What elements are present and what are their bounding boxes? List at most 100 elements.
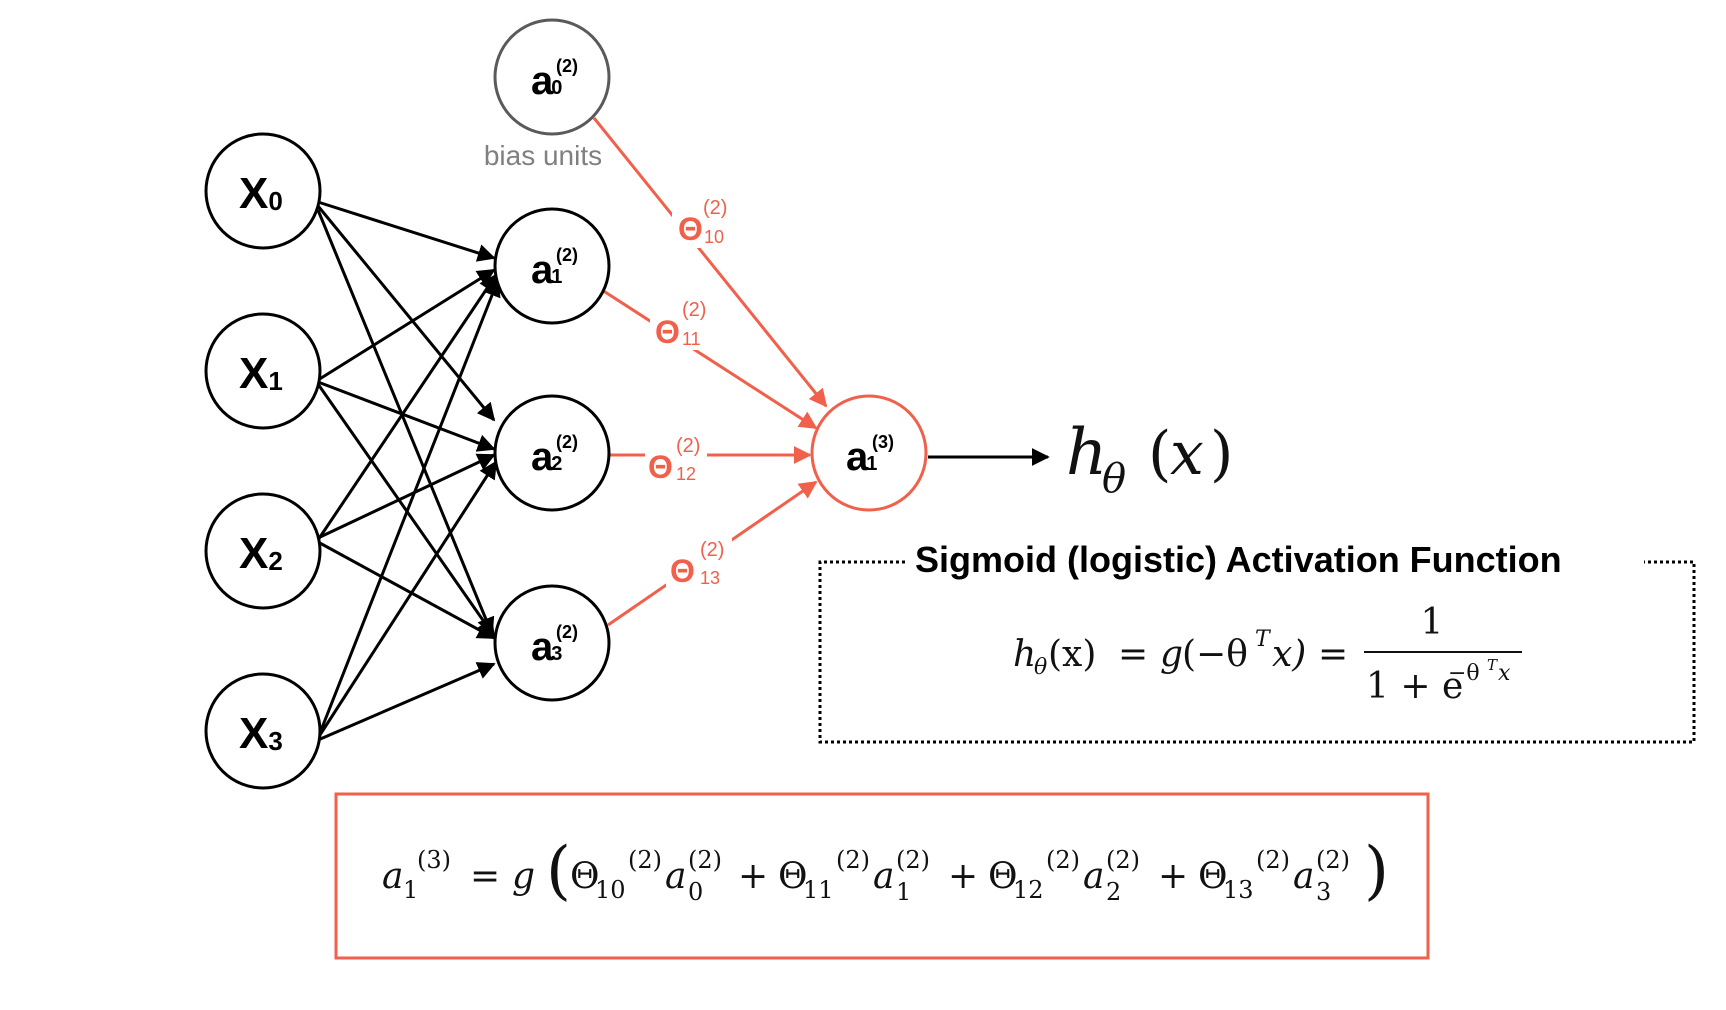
term2-theta-sub: 12 [1013, 876, 1044, 904]
output-rparen: ) [1210, 419, 1233, 489]
svg-text:X1: X1 [239, 349, 283, 398]
hidden-to-output-edges [592, 117, 828, 627]
theta10-base: Θ [678, 211, 703, 247]
theta13-base: Θ [670, 553, 695, 589]
node-a0-bias: a0 (2) [493, 18, 611, 136]
node-x2-sub: 2 [268, 546, 282, 576]
node-a1-sub: 1 [551, 266, 562, 288]
weight-labels: Θ (2) 10 Θ (2) 11 Θ (2) 12 Θ (2) 13 [645, 197, 734, 589]
sigmoid-numerator: 1 [1421, 602, 1444, 643]
formula-rparen: ) [1364, 834, 1389, 908]
term3-theta-sup: (2) [1256, 846, 1290, 874]
svg-text:X0: X0 [239, 169, 283, 218]
node-a1-base: a [531, 248, 554, 292]
theta11-sub: 11 [682, 329, 701, 349]
sigmoid-box: Sigmoid (logistic) Activation Function h… [818, 539, 1696, 744]
sigmoid-den-exp-x: x [1498, 661, 1511, 686]
theta10-sup: (2) [703, 197, 727, 219]
sigmoid-lhs-sub: θ [1034, 655, 1047, 680]
term3-theta: Θ [1198, 856, 1228, 897]
term1-a: a [873, 856, 894, 897]
theta13-sup: (2) [700, 539, 724, 561]
node-out-base: a [846, 435, 869, 479]
term1-a-sup: (2) [896, 846, 930, 874]
edge-x1-a2 [317, 380, 496, 452]
term2-theta: Θ [988, 856, 1018, 897]
node-x1-sub: 1 [268, 366, 282, 396]
svg-text:X3: X3 [239, 709, 283, 758]
term3-a-sub: 3 [1316, 878, 1331, 906]
sigmoid-eq1: = [1118, 634, 1148, 675]
edge-x2-a2 [317, 453, 496, 540]
term2-a: a [1083, 856, 1104, 897]
node-x2-base: X [239, 529, 268, 578]
edge-x1-a1 [317, 268, 496, 382]
node-x3: X3 [204, 672, 322, 790]
node-a1-sup: (2) [556, 245, 578, 265]
svg-text:a1: a1 [531, 248, 562, 292]
activation-formula: a 1 (3) = g ( Θ 10 (2) a (2) 0 + Θ 11 (2… [382, 834, 1389, 908]
term1-theta: Θ [778, 856, 808, 897]
term1-theta-sub: 11 [803, 876, 834, 904]
term3-a: a [1293, 856, 1314, 897]
term3-theta-sub: 13 [1223, 876, 1254, 904]
svg-text:a2: a2 [531, 435, 562, 479]
input-to-hidden-edges [316, 200, 501, 742]
sigmoid-eq2: = [1318, 634, 1348, 675]
svg-text:a0: a0 [531, 59, 562, 103]
formula-lhs-sub: 1 [403, 876, 418, 904]
node-x2: X2 [204, 492, 322, 610]
term2-theta-sup: (2) [1046, 846, 1080, 874]
node-output: a1 (3) [810, 394, 928, 512]
output-h: h [1066, 416, 1107, 490]
node-x3-sub: 3 [268, 726, 282, 756]
formula-g: g [512, 856, 535, 897]
edge-a0-out [592, 117, 828, 408]
sigmoid-g-sup: T [1255, 627, 1272, 652]
node-a2-base: a [531, 435, 554, 479]
node-x3-base: X [239, 709, 268, 758]
node-x0: X0 [204, 132, 322, 250]
term0-a-sub: 0 [688, 878, 703, 906]
sigmoid-lhs: h [1013, 634, 1036, 675]
output-hypothesis: h θ ( x ) [1066, 416, 1233, 502]
input-layer: X0 X1 X2 X3 [204, 132, 322, 790]
output-x: x [1170, 419, 1204, 489]
edge-a1-out [601, 288, 818, 430]
term1-theta-sup: (2) [836, 846, 870, 874]
plus-2: + [948, 856, 978, 897]
sigmoid-g-close: x) [1272, 634, 1306, 675]
node-x0-base: X [239, 169, 268, 218]
node-x0-sub: 0 [268, 186, 282, 216]
edge-x2-a3 [317, 540, 496, 640]
theta11-sup: (2) [682, 299, 706, 321]
formula-eq: = [470, 856, 500, 897]
sigmoid-title: Sigmoid (logistic) Activation Function [915, 539, 1562, 580]
term1-a-sub: 1 [896, 878, 911, 906]
node-a0-base: a [531, 59, 554, 103]
node-x1: X1 [204, 312, 322, 430]
svg-text:a3: a3 [531, 625, 562, 669]
output-theta: θ [1102, 456, 1126, 502]
weight-theta11: Θ (2) 11 [650, 299, 712, 350]
sigmoid-lhs-arg: (x) [1048, 634, 1096, 675]
term0-theta-sup: (2) [628, 846, 662, 874]
edge-x3-a2 [316, 460, 498, 739]
svg-text:X2: X2 [239, 529, 283, 578]
node-a2-sub: 2 [551, 453, 562, 475]
node-a3: a3 (2) [493, 584, 611, 702]
bias-units-label: bias units [484, 140, 602, 171]
sigmoid-den-exp-sup: T [1487, 656, 1498, 674]
sigmoid-den-base: 1 + e [1366, 666, 1463, 707]
activation-formula-box: a 1 (3) = g ( Θ 10 (2) a (2) 0 + Θ 11 (2… [334, 792, 1430, 960]
term2-a-sup: (2) [1106, 846, 1140, 874]
term0-theta: Θ [570, 856, 600, 897]
edge-x3-a1 [316, 278, 501, 739]
hidden-layer: a0 (2) bias units a1 (2) a2 (2) a3 (2) [484, 18, 611, 702]
node-x1-base: X [239, 349, 268, 398]
node-a1: a1 (2) [493, 207, 611, 325]
sigmoid-den-exp: −θ [1448, 661, 1480, 686]
node-a0-sup: (2) [556, 56, 578, 76]
sigmoid-g: g [1160, 634, 1183, 675]
node-a3-sup: (2) [556, 622, 578, 642]
